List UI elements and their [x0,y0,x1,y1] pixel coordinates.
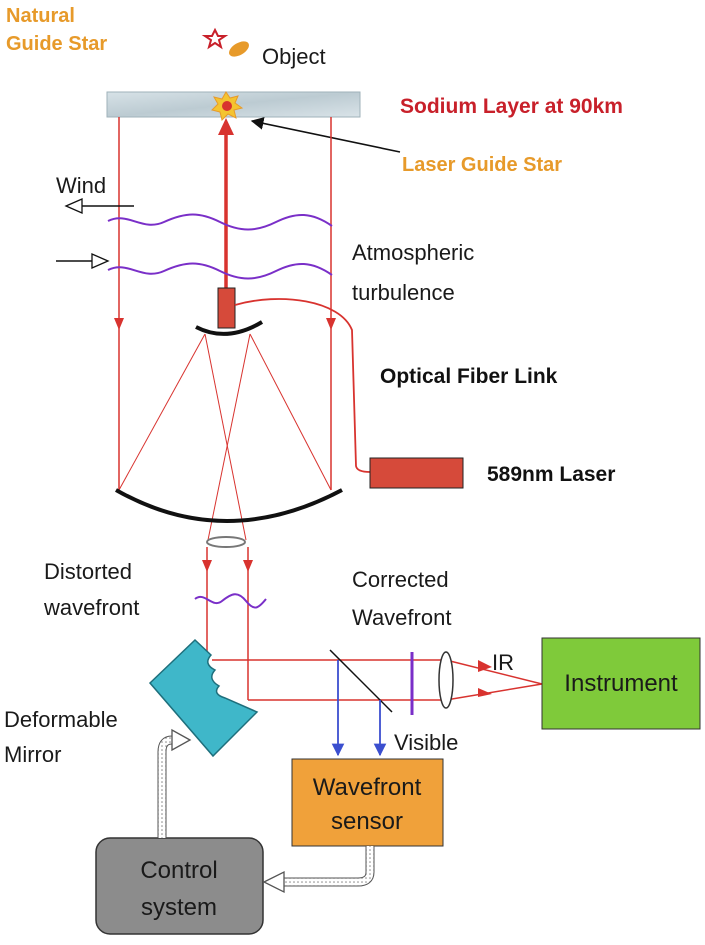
laser-guide-star-label: Laser Guide Star [402,154,562,176]
instrument-label: Instrument [564,670,678,697]
sensor-to-control-arrowhead [262,870,285,894]
sensor-to-control-signal [282,846,375,887]
distorted-wavefront-label: Distorted wavefront [43,559,139,620]
control-system-box [95,837,264,935]
ir-beam-upper-arrow [478,660,492,672]
ir-label: IR [492,650,514,675]
svg-text:system: system [141,894,217,921]
svg-text:Deformable: Deformable [4,707,118,732]
wavefront-sensor-box [291,758,444,847]
laser-launch-telescope [217,287,236,329]
object-label: Object [262,44,326,69]
svg-text:turbulence: turbulence [352,280,455,305]
sodium-layer-label: Sodium Layer at 90km [400,95,623,118]
svg-text:sensor: sensor [331,808,403,835]
outer-beam-left-arrow [114,318,124,330]
svg-text:Guide Star: Guide Star [6,33,107,55]
svg-text:Atmospheric: Atmospheric [352,240,474,265]
deformable-mirror-label: Deformable Mirror [4,707,118,767]
object-icon [229,41,249,57]
relay-lens [206,536,246,548]
svg-text:Mirror: Mirror [4,742,61,767]
corrected-wavefront-label: Corrected Wavefront [352,567,451,630]
svg-text:Natural: Natural [6,5,75,27]
laser-guide-star-icon [211,91,244,121]
secondary-mirror [195,320,264,336]
atmospheric-turbulence-label: Atmospheric turbulence [352,240,474,305]
ir-beam-lower [445,683,543,701]
distorted-wavefront-wave [194,593,267,609]
wind-arrow-left [64,198,134,214]
visible-label: Visible [394,730,458,755]
svg-text:Corrected: Corrected [352,567,449,592]
control-to-mirror-arrowhead [171,728,192,752]
natural-guide-star-icon [201,27,229,50]
svg-text:Wavefront: Wavefront [352,605,451,630]
optical-fiber-label: Optical Fiber Link [380,365,558,388]
beam-down-right-arrow [243,560,253,572]
turbulence-wave-lower [107,262,333,280]
deformable-mirror [148,638,259,758]
turbulence-wave-upper [107,213,333,231]
outer-beam-right-arrow [326,318,336,330]
laser-589-label: 589nm Laser [487,463,615,486]
laser-beam-up-arrow [218,118,234,135]
beam-down-left-arrow [202,560,212,572]
wavefront-sensor-label: Wavefront sensor [313,774,422,835]
ir-beam-lower-arrow [478,688,492,697]
beam-splitter [329,649,393,713]
natural-guide-star-label: Natural Guide Star [6,5,107,55]
optical-fiber-link [234,298,371,473]
svg-text:Wavefront: Wavefront [313,774,422,801]
svg-text:Distorted: Distorted [44,559,132,584]
svg-text:wavefront: wavefront [43,595,139,620]
control-system-label: Control system [140,857,217,921]
instrument-box [541,637,701,730]
laser-guide-star-pointer [250,117,401,153]
telescope-rays [118,333,332,541]
ir-beam-upper [445,659,543,685]
svg-text:Control: Control [140,857,217,884]
laser-589-box [369,457,464,489]
primary-mirror [115,488,343,523]
wind-label: Wind [56,173,106,198]
wind-arrow-right [56,253,110,269]
focusing-lens [438,651,454,709]
